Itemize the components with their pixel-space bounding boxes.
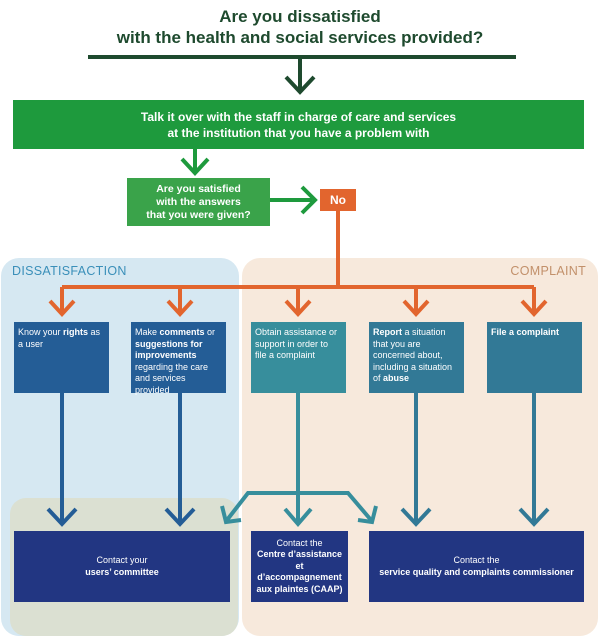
destination-bold-text: Centre d’assistance et d’accompagnement …	[256, 549, 343, 594]
no-arrow-head	[300, 185, 318, 215]
commissioner-arrows	[400, 393, 550, 527]
talk-it-over-box: Talk it over with the staff in charge of…	[13, 100, 584, 149]
option-bold-text: Report	[373, 327, 402, 337]
no-label: No	[330, 193, 346, 207]
page-title: Are you dissatisfied with the health and…	[0, 6, 600, 48]
orange-branches	[48, 287, 548, 317]
option-text: Obtain assistance or support in order to…	[255, 327, 338, 360]
title-line-1: Are you dissatisfied	[219, 7, 381, 26]
option-bold-text: suggestions for improvements	[135, 338, 203, 361]
talk-line-1: Talk it over with the staff in charge of…	[140, 109, 457, 124]
option-bold-text: abuse	[383, 373, 410, 383]
option-know-rights: Know your rights as a user	[14, 322, 109, 393]
destination-commissioner: Contact the service quality and complain…	[369, 531, 584, 602]
complaint-label: COMPLAINT	[510, 264, 586, 278]
option-bold-text: File a complaint	[491, 327, 560, 337]
option-text: a situation that you are concerned about…	[373, 327, 453, 383]
destination-text: Contact your	[96, 555, 148, 565]
destination-text: Contact the	[453, 555, 500, 565]
option-text: or	[204, 327, 216, 337]
option-text: Make	[135, 327, 160, 337]
question-line-2: with the answers	[156, 195, 241, 208]
question-line-1: Are you satisfied	[156, 182, 241, 195]
teal-arrows	[220, 393, 378, 528]
talk-line-2: at the institution that you have a probl…	[167, 125, 430, 140]
option-obtain-assistance: Obtain assistance or support in order to…	[251, 322, 346, 393]
option-bold-text: rights	[63, 327, 89, 337]
satisfied-question-box: Are you satisfied with the answers that …	[127, 178, 270, 226]
option-bold-text: comments	[159, 327, 205, 337]
destination-bold-text: service quality and complaints commissio…	[379, 566, 574, 577]
title-arrow-head	[284, 75, 316, 95]
step-arrow-head	[180, 157, 210, 176]
destination-caap: Contact the Centre d’assistance et d’acc…	[251, 531, 348, 602]
dissatisfaction-label: DISSATISFACTION	[12, 264, 127, 278]
destination-text: Contact the	[276, 537, 323, 548]
question-line-3: that you were given?	[146, 208, 251, 221]
option-text: as a user	[18, 327, 101, 349]
blue-arrows	[46, 393, 196, 527]
option-make-comments: Make comments or suggestions for improve…	[131, 322, 226, 395]
option-report-situation: Report a situation that you are concerne…	[369, 322, 464, 393]
option-text: regarding the care and services provided	[135, 361, 209, 395]
no-answer-box: No	[320, 189, 356, 211]
destination-bold-text: users’ committee	[85, 566, 159, 577]
option-file-complaint: File a complaint	[487, 322, 582, 393]
option-text: Know your	[18, 327, 64, 337]
destination-users-committee: Contact your users’ committee	[14, 531, 230, 602]
title-line-2: with the health and social services prov…	[116, 28, 484, 47]
